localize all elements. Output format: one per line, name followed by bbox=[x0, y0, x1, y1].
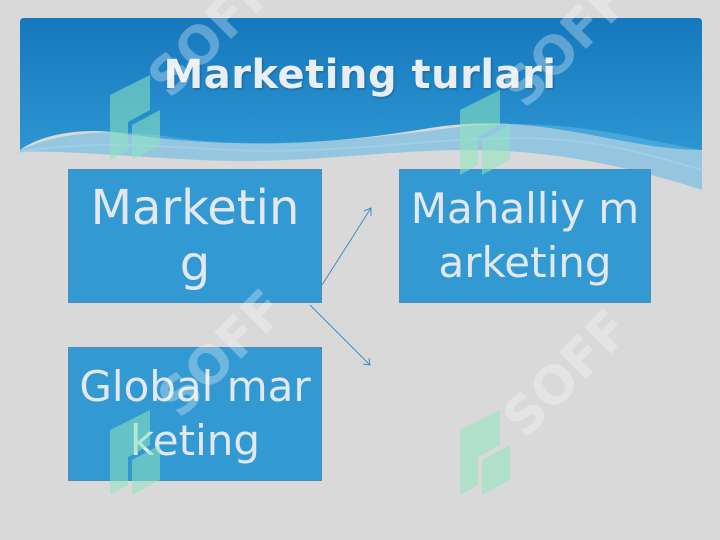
slide-title: Marketing turlari bbox=[163, 52, 557, 98]
arrowhead-down bbox=[362, 357, 371, 366]
watermark-logo-icon bbox=[460, 410, 510, 495]
arrowhead-up bbox=[363, 207, 372, 216]
global-marketing-box-label: Global marketing bbox=[79, 362, 311, 465]
mahalliy-marketing-box-label: Mahalliy marketing bbox=[410, 184, 640, 287]
mahalliy-marketing-box: Mahalliy marketing bbox=[399, 169, 651, 303]
marketing-box: Marketing bbox=[68, 169, 322, 303]
marketing-box-label: Marketing bbox=[90, 180, 300, 292]
global-marketing-box: Global marketing bbox=[68, 347, 322, 481]
arrow-to-mahalliy bbox=[321, 207, 372, 286]
watermark-text: SOFF bbox=[492, 299, 642, 449]
